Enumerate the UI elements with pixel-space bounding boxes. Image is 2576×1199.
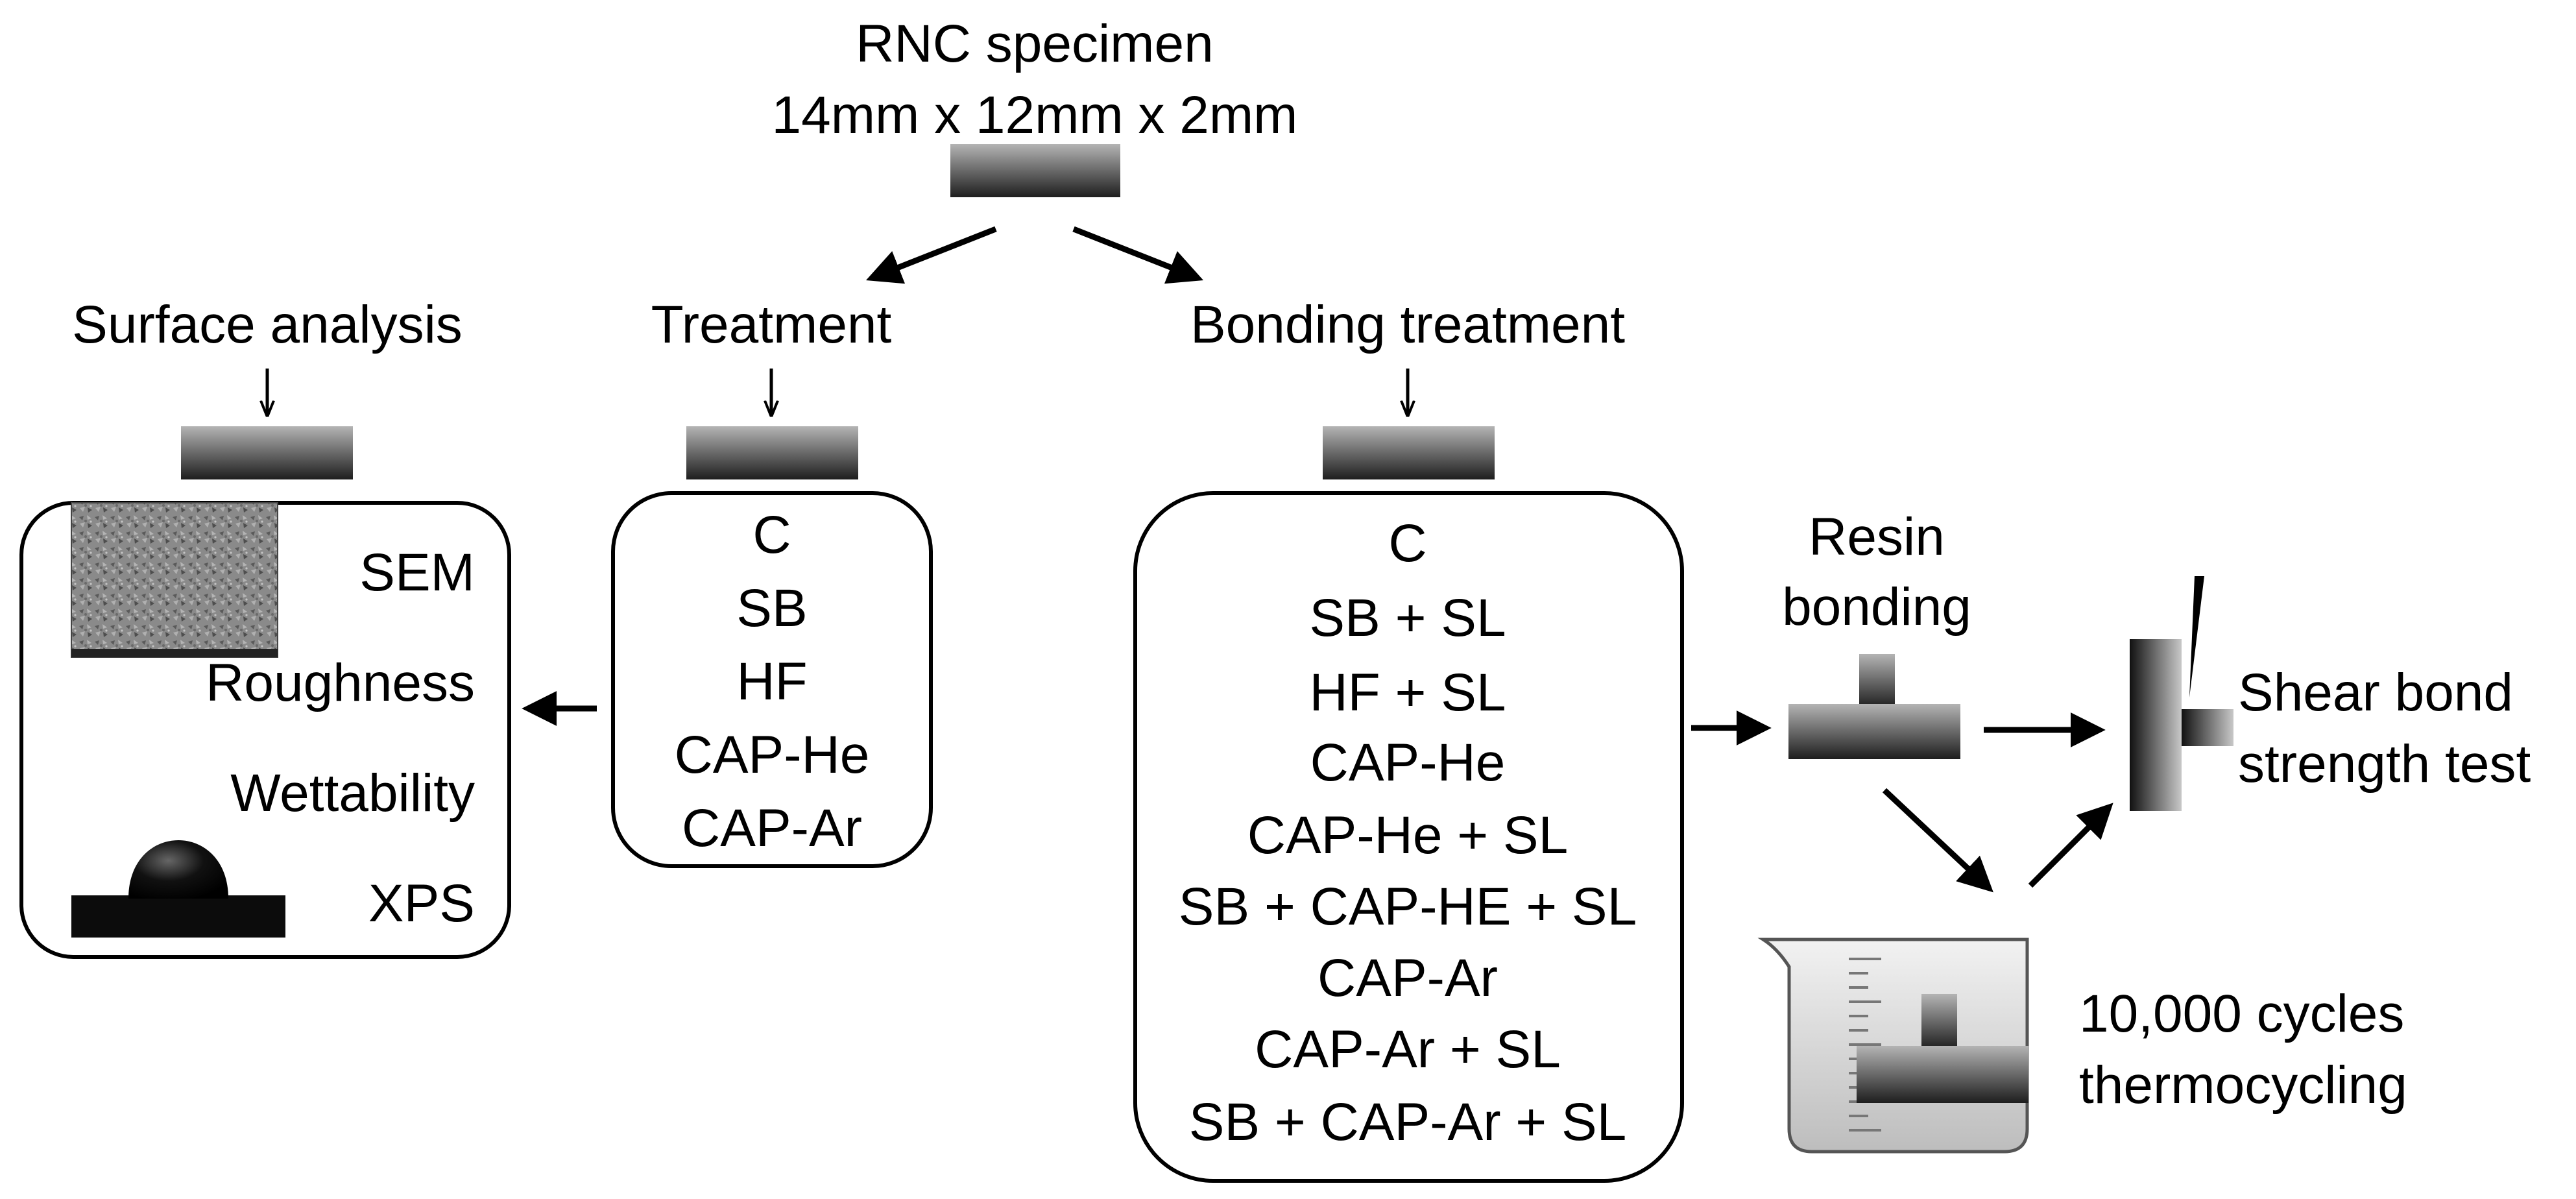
contact-angle-drop-icon <box>71 840 285 938</box>
bonding-item: SB + CAP-Ar + SL <box>1189 1093 1627 1152</box>
surface-analysis-heading: Surface analysis <box>72 295 463 354</box>
specimen-title: RNC specimen <box>856 14 1213 73</box>
sem-image <box>71 502 278 658</box>
treatment-box <box>611 491 933 868</box>
bonding-item: SB + CAP-HE + SL <box>1179 877 1637 936</box>
shear-blade-icon <box>2189 576 2204 697</box>
bonding-item: CAP-He + SL <box>1247 806 1568 865</box>
shear-test-specimen <box>2130 639 2233 811</box>
specimen-dimensions: 14mm x 12mm x 2mm <box>772 86 1298 145</box>
bonding-item: C <box>1388 514 1426 573</box>
bonding-item: CAP-He <box>1310 733 1506 792</box>
thermocycling-label-line1: 10,000 cycles <box>2079 984 2404 1043</box>
bonding-item: HF + SL <box>1309 663 1506 722</box>
treatment-item: CAP-Ar <box>682 799 862 858</box>
surface-item-wettability: Wettability <box>230 764 475 823</box>
shear-test-label-line2: strength test <box>2238 734 2531 793</box>
arrow-resin-to-thermocycling <box>1882 788 1993 893</box>
specimen-block <box>950 144 1120 197</box>
surface-item-roughness: Roughness <box>206 653 475 712</box>
arrow-thermocycling-to-shear <box>2028 803 2113 888</box>
treatment-item: SB <box>736 579 807 638</box>
arrow-to-treatment <box>865 226 997 284</box>
treatment-item: CAP-He <box>675 725 870 784</box>
arrow-to-bonding-treatment <box>1072 226 1204 284</box>
bonding-treatment-heading: Bonding treatment <box>1190 295 1625 354</box>
surface-item-xps: XPS <box>368 874 475 933</box>
treatment-item: HF <box>736 652 807 711</box>
surface-analysis-block <box>181 426 353 479</box>
bonding-item: CAP-Ar + SL <box>1255 1020 1561 1079</box>
thermocycling-label-line2: thermocycling <box>2079 1056 2407 1115</box>
resin-bonding-label-line1: Resin <box>1809 507 1945 566</box>
shear-test-label-line1: Shear bond <box>2238 663 2513 722</box>
treatment-item: C <box>752 505 791 564</box>
bonding-item: SB + SL <box>1309 588 1506 648</box>
bonding-treatment-box <box>1133 491 1684 1183</box>
bonding-treatment-block <box>1323 426 1495 479</box>
treatment-block <box>686 426 858 479</box>
resin-bonded-specimen <box>1788 654 1960 759</box>
surface-item-sem: SEM <box>359 543 475 602</box>
resin-bonding-label-line2: bonding <box>1782 577 1971 636</box>
bonding-item: CAP-Ar <box>1318 949 1498 1008</box>
thermocycling-beaker-icon <box>1757 938 2029 1154</box>
sem-image-scalebar <box>71 649 278 657</box>
treatment-heading: Treatment <box>651 295 892 354</box>
